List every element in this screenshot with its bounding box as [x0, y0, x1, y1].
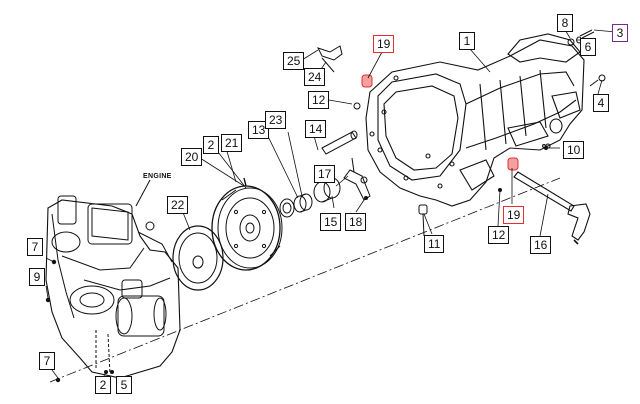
- callout-18: 18: [345, 213, 367, 231]
- callout-7-lower: 7: [39, 352, 55, 370]
- seal-and-bearing-parts: [279, 193, 313, 218]
- callout-1: 1: [459, 32, 475, 50]
- callout-25: 25: [283, 52, 305, 70]
- callout-2-lower: 2: [95, 376, 111, 394]
- leader-lines: [45, 27, 617, 379]
- callout-15: 15: [320, 213, 342, 231]
- callout-4: 4: [593, 94, 609, 112]
- highlighted-part-19-upper: [361, 74, 373, 88]
- callout-12-upper: 12: [308, 91, 330, 109]
- transmission-housing-part: [365, 33, 585, 207]
- callout-22: 22: [167, 196, 189, 214]
- callout-6: 6: [580, 38, 596, 56]
- center-axis-line: [49, 177, 561, 383]
- engine-assembly: [45, 179, 181, 379]
- callout-17: 17: [314, 165, 336, 183]
- engine-label: ENGINE: [143, 173, 172, 180]
- callout-3: 3: [612, 24, 628, 42]
- callout-19-lower: 19: [503, 206, 525, 224]
- callout-13: 13: [248, 121, 270, 139]
- callout-11: 11: [424, 235, 445, 253]
- callout-8: 8: [557, 14, 573, 32]
- callout-24: 24: [304, 68, 326, 86]
- callout-10: 10: [563, 141, 585, 159]
- callout-14: 14: [305, 120, 327, 138]
- callout-12-lower: 12: [488, 226, 510, 244]
- callout-20: 20: [181, 148, 203, 166]
- flywheel-part: [211, 177, 283, 271]
- callout-5: 5: [116, 376, 132, 394]
- highlighted-part-19-lower: [507, 157, 519, 171]
- callout-9: 9: [29, 268, 45, 286]
- callout-23: 23: [265, 111, 287, 129]
- drain-plug-part: [418, 204, 428, 237]
- callout-16: 16: [530, 236, 552, 254]
- callout-19-upper: 19: [373, 35, 395, 53]
- callout-21: 21: [221, 134, 243, 152]
- shift-rod-part: [513, 171, 591, 245]
- callout-2-upper: 2: [203, 136, 219, 154]
- callout-7-upper: 7: [27, 238, 43, 256]
- input-shaft-part: [321, 130, 358, 155]
- bolt-symbols: [45, 146, 548, 383]
- clutch-disc-part: [172, 225, 224, 291]
- breather-bolt-parts: [317, 45, 361, 110]
